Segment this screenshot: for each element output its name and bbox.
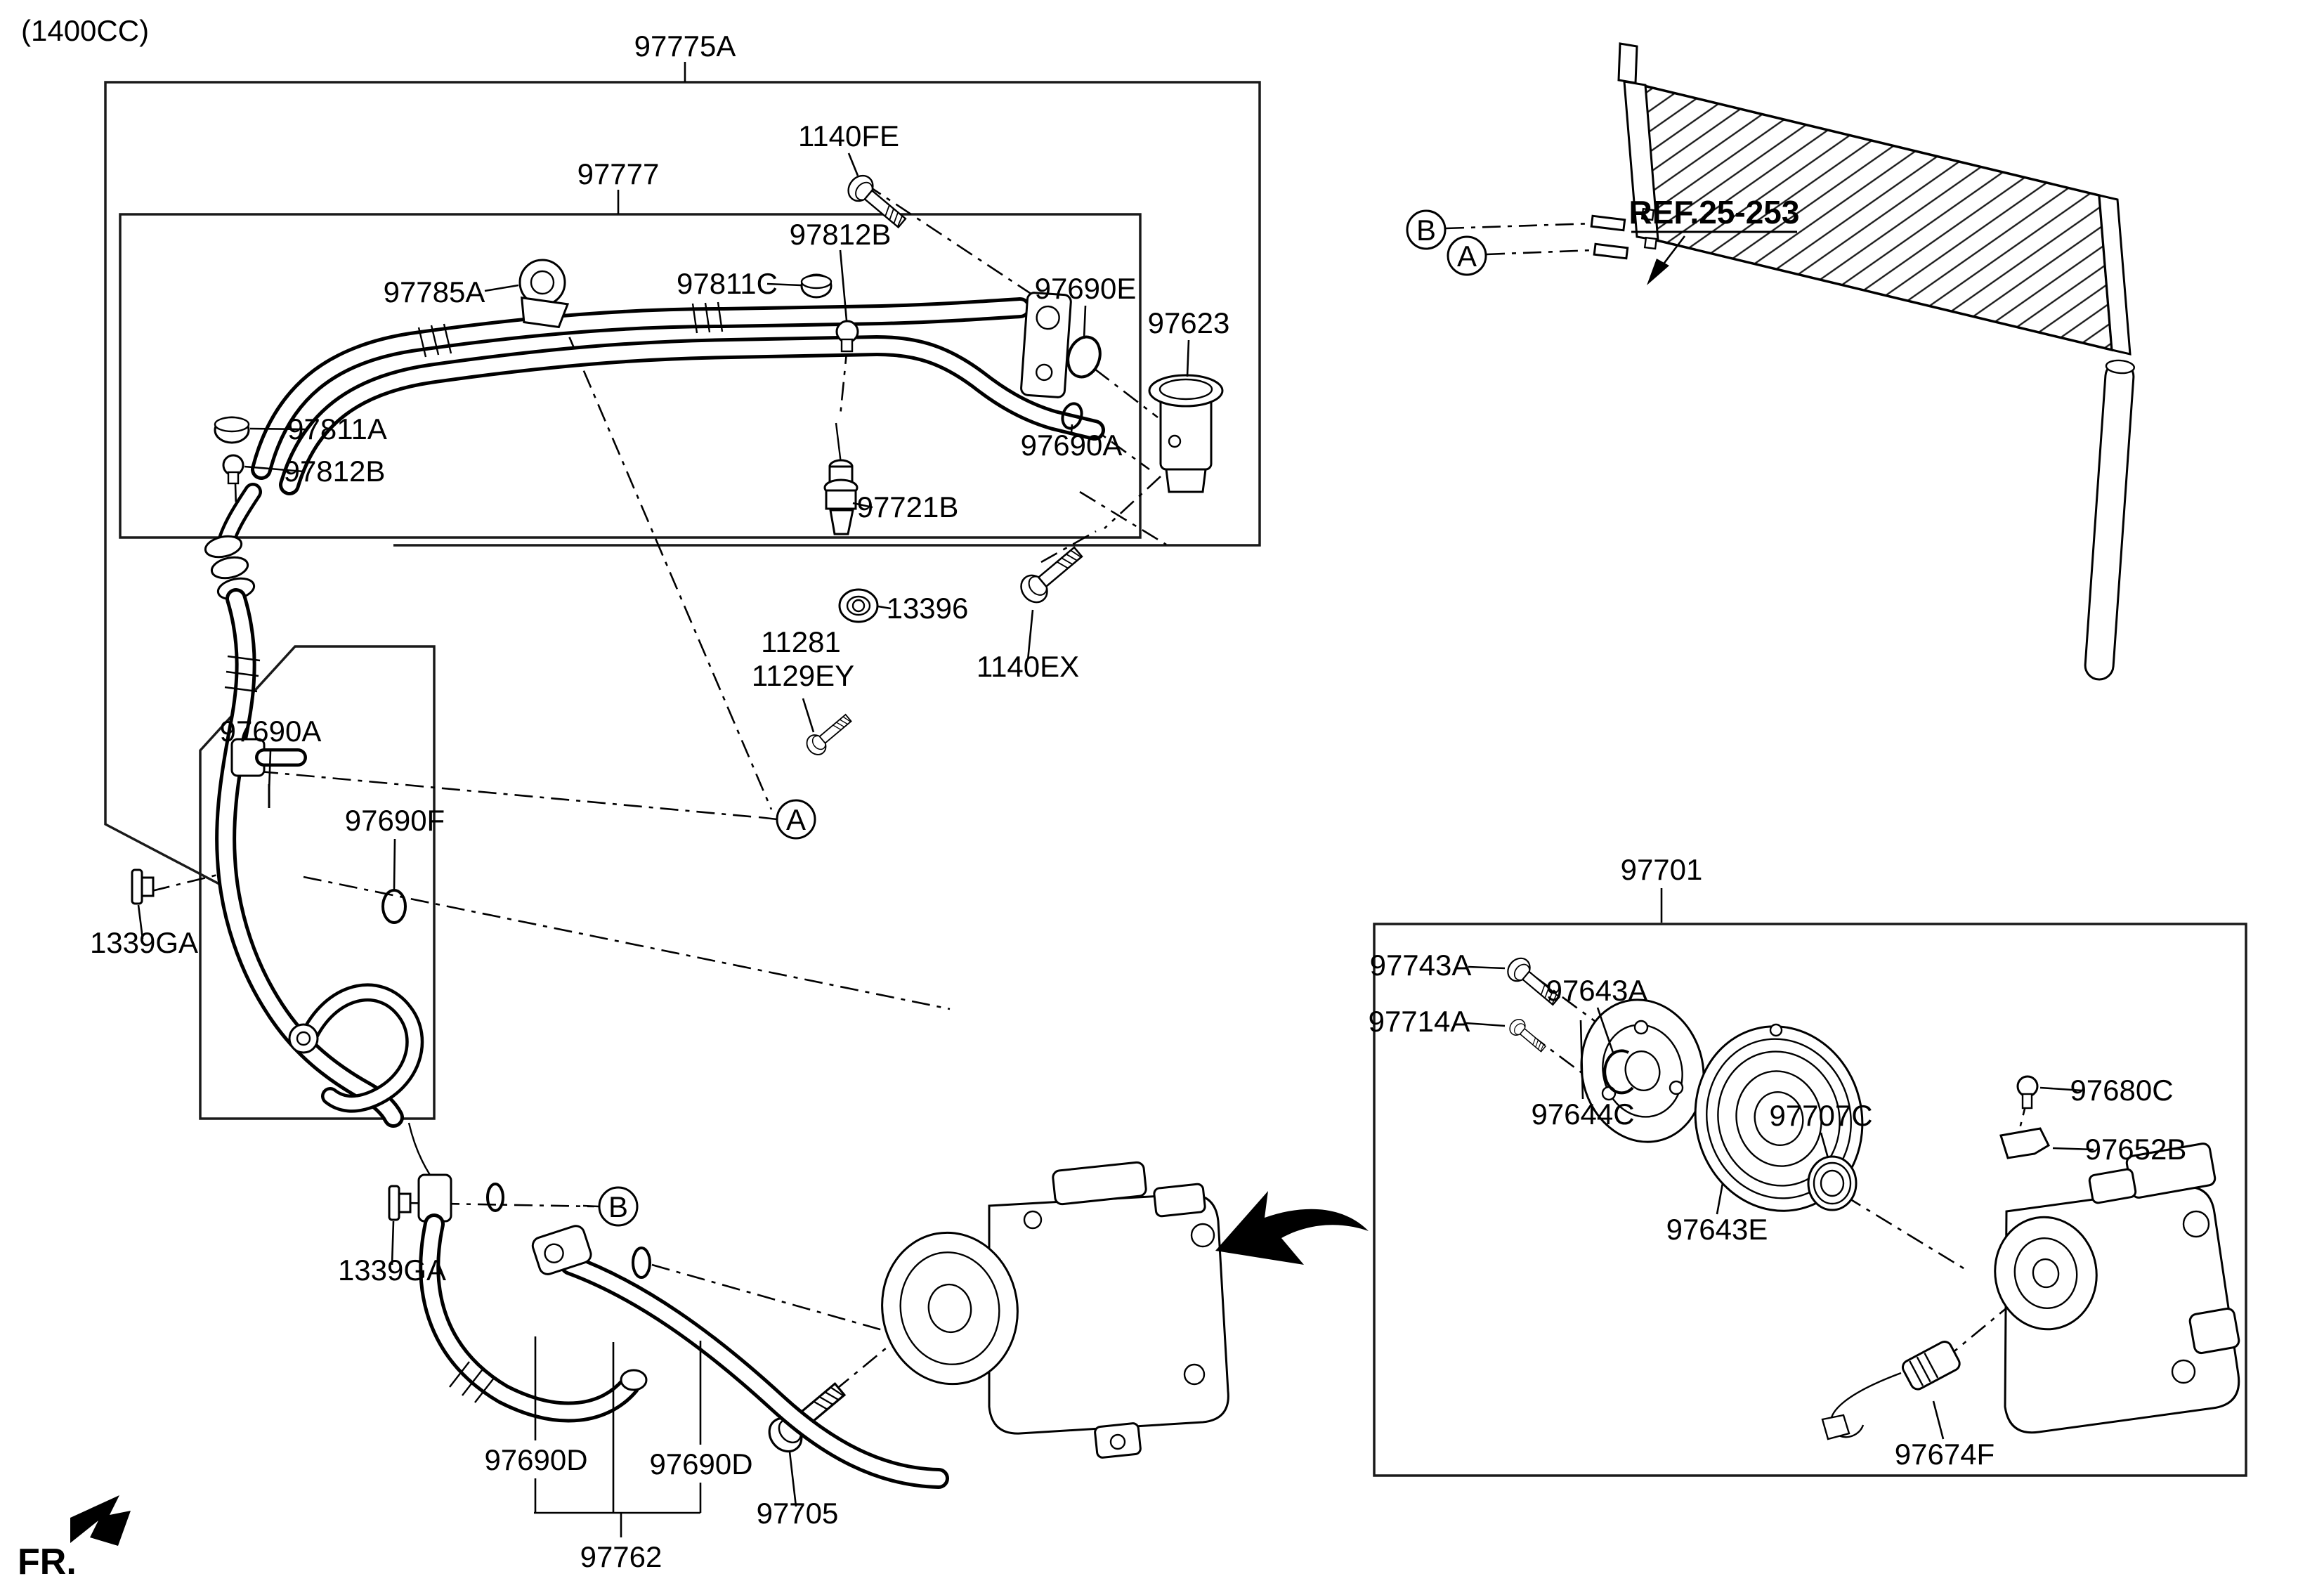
condenser-ports — [1590, 207, 1658, 260]
section-marker-B-hose[interactable]: B — [598, 1186, 639, 1227]
expansion-valve-97623 — [1148, 374, 1224, 493]
label-engine-variant: (1400CC) — [21, 14, 149, 47]
label-97680C[interactable]: 97680C — [2070, 1074, 2173, 1107]
screw-97680C — [2016, 1075, 2039, 1109]
cap-97811C — [800, 273, 833, 299]
label-97775A[interactable]: 97775A — [634, 30, 736, 63]
hose-corrugation — [417, 301, 724, 358]
hose-box — [199, 645, 436, 1120]
compressor-box-97701 — [1373, 923, 2247, 1477]
label-97690E[interactable]: 97690E — [1035, 272, 1137, 305]
compressor-bottom — [881, 1161, 1229, 1459]
section-marker-A-condenser[interactable]: A — [1447, 235, 1487, 276]
control-valve-97674F — [1821, 1341, 1961, 1440]
clamp-97785A — [518, 259, 570, 329]
label-11281[interactable]: 11281 — [761, 625, 841, 658]
inner-box-97777 — [119, 213, 1142, 539]
group-small-parts — [214, 273, 1102, 1279]
label-97690A-left[interactable]: 97690A — [220, 715, 322, 748]
label-97743A[interactable]: 97743A — [1370, 949, 1472, 982]
label-97644C[interactable]: 97644C — [1531, 1098, 1634, 1131]
section-letter: A — [786, 803, 806, 836]
group-bolts — [131, 169, 2050, 1459]
label-97721B[interactable]: 97721B — [857, 490, 959, 523]
label-1339GA-1[interactable]: 1339GA — [90, 926, 198, 959]
outer-box-97775A — [104, 81, 1261, 885]
group-leader-lines — [137, 62, 2094, 1507]
receiver-drier — [2084, 359, 2136, 681]
hose-corrugation — [449, 1361, 495, 1403]
hose-corrugation — [224, 655, 261, 693]
label-97690A-right[interactable]: 97690A — [1021, 429, 1123, 462]
group-part-labels: (1400CC) 97775A 97777 1140FE 97812B 9781… — [21, 14, 2186, 1573]
oring-97690E — [1066, 335, 1102, 379]
label-97701[interactable]: 97701 — [1621, 853, 1703, 886]
condenser — [1590, 42, 2136, 681]
label-1339GA-2[interactable]: 1339GA — [338, 1254, 446, 1287]
label-13396[interactable]: 13396 — [887, 592, 969, 625]
grommet-97812B-left — [222, 454, 244, 485]
hose-right-piece — [531, 1225, 949, 1489]
section-marker-B-condenser[interactable]: B — [1406, 209, 1447, 250]
group-compressor-unit — [1580, 998, 2240, 1440]
grommet-97812B-right — [835, 320, 859, 353]
label-97811C[interactable]: 97811C — [677, 267, 778, 300]
label-97714A[interactable]: 97714A — [1369, 1005, 1470, 1038]
section-letter: B — [608, 1190, 628, 1223]
front-direction-marker: FR. — [18, 1495, 131, 1582]
label-97811A[interactable]: 97811A — [287, 412, 387, 445]
oring-bottom-right — [632, 1247, 651, 1279]
group-discharge-hoses — [407, 1122, 949, 1537]
label-97652B[interactable]: 97652B — [2085, 1133, 2187, 1166]
group-section-markers: A B B A — [598, 209, 1487, 1227]
label-97785A[interactable]: 97785A — [384, 275, 485, 308]
hose-end-fitting — [620, 1369, 648, 1391]
valve-97721B — [823, 422, 859, 535]
section-letter: A — [1457, 240, 1477, 273]
oring-bottom-left — [486, 1183, 504, 1212]
label-97777[interactable]: 97777 — [577, 157, 660, 190]
label-97690D-right[interactable]: 97690D — [649, 1447, 752, 1480]
label-1140FE[interactable]: 1140FE — [798, 119, 899, 152]
snap-ring-97643A — [1603, 1049, 1634, 1095]
label-97707C[interactable]: 97707C — [1769, 1099, 1872, 1132]
group-boxes — [104, 81, 2247, 1477]
label-97690D-left[interactable]: 97690D — [484, 1443, 587, 1476]
cap-97811A — [214, 416, 250, 444]
nut-13396 — [838, 588, 879, 623]
ref-callout — [1631, 230, 1797, 285]
label-97812B-left[interactable]: 97812B — [284, 455, 386, 488]
label-97812B-right[interactable]: 97812B — [790, 218, 892, 251]
label-ref-25-253[interactable]: REF.25-253 — [1629, 194, 1800, 230]
label-97674F[interactable]: 97674F — [1895, 1438, 1995, 1471]
section-marker-A-hose[interactable]: A — [776, 799, 816, 840]
oring-97690A-right — [1061, 402, 1083, 430]
label-97643E[interactable]: 97643E — [1666, 1213, 1768, 1246]
label-bracket-97762 — [534, 1336, 702, 1537]
label-97690F[interactable]: 97690F — [345, 804, 445, 837]
group-suction-liquid-hoses — [204, 292, 1105, 1128]
label-97643A[interactable]: 97643A — [1546, 974, 1648, 1007]
continuation-arrow — [1215, 1191, 1369, 1265]
section-letter: B — [1416, 214, 1436, 247]
bracket-97652B — [1999, 1127, 2050, 1159]
label-1140EX[interactable]: 1140EX — [977, 650, 1079, 683]
label-97705[interactable]: 97705 — [757, 1497, 839, 1530]
pipe-fitting-plate — [1020, 292, 1072, 398]
label-97762[interactable]: 97762 — [580, 1540, 662, 1573]
bearing-97707C — [1807, 1155, 1858, 1211]
label-1129EY[interactable]: 1129EY — [752, 659, 854, 692]
compressor-right — [1994, 1143, 2240, 1434]
oring-97690F — [381, 889, 407, 924]
front-arrow-icon — [70, 1495, 131, 1546]
label-97623[interactable]: 97623 — [1148, 306, 1230, 339]
label-fr: FR. — [18, 1542, 77, 1582]
